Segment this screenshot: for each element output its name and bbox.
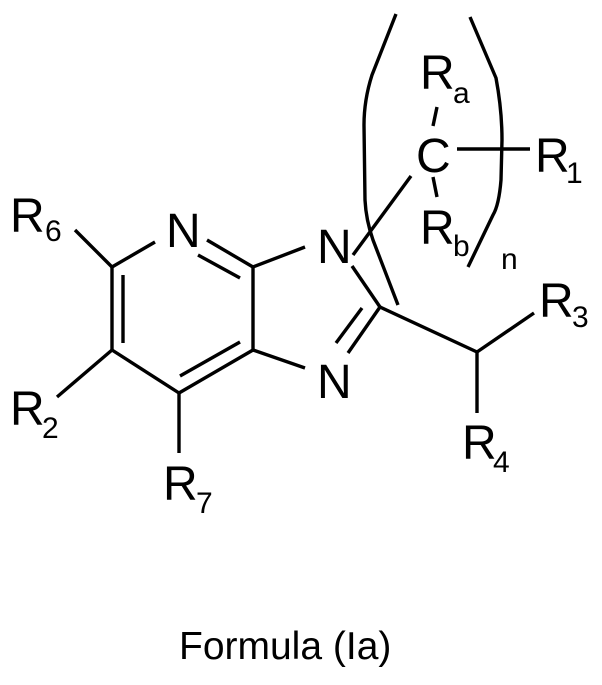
formula-caption: Formula (Ia) (179, 625, 391, 668)
r3-main: R (539, 275, 574, 328)
rb-sub: b (453, 230, 470, 263)
r2-main: R (10, 383, 45, 436)
bond-c3a-c4-inner (179, 340, 241, 378)
bond-c6-r6 (73, 228, 114, 269)
label-r1: R 1 (535, 130, 583, 190)
r1-main: R (535, 130, 570, 183)
ra-main: R (420, 47, 455, 100)
r6-main: R (10, 190, 45, 243)
r7-sub: 7 (196, 487, 213, 520)
label-r3: R 3 (539, 275, 589, 334)
atom-n3-imidazole: N (317, 356, 352, 409)
bond-c6-n (111, 240, 156, 269)
repeat-subscript-n: n (501, 243, 518, 276)
bond-c2-n3-outer (346, 306, 382, 354)
bond-c7a-n1 (252, 245, 306, 269)
bond-c2-n3-inner (334, 306, 364, 345)
r2-sub: 2 (42, 412, 59, 445)
bond-c3a-n3 (252, 348, 306, 370)
ra-sub: a (453, 77, 470, 110)
bond-c-ra (431, 106, 439, 127)
bond-c2-ch (379, 305, 478, 354)
r4-sub: 4 (493, 446, 510, 479)
bond-c-rb (431, 176, 439, 198)
bond-c4-c5 (111, 348, 180, 395)
r1-sub: 1 (566, 157, 583, 190)
atom-n-pyridine: N (166, 205, 201, 258)
rb-main: R (420, 202, 455, 255)
label-r6: R 6 (10, 190, 62, 248)
label-rb: R b (420, 202, 470, 263)
r7-main: R (163, 458, 198, 511)
label-r2: R 2 (10, 383, 59, 445)
bond-n-c7a-outer (206, 238, 254, 269)
label-ra: R a (420, 47, 470, 110)
right-bracket (466, 16, 504, 268)
r6-sub: 6 (45, 215, 62, 248)
left-bracket (362, 13, 400, 306)
r4-main: R (462, 417, 497, 470)
atom-c: C (416, 130, 451, 183)
label-r7: R 7 (163, 458, 213, 520)
r3-sub: 3 (572, 301, 589, 334)
bond-n-c7a-inner (197, 253, 241, 280)
bond-c3a-c4-outer (178, 348, 254, 395)
label-r4: R 4 (462, 417, 510, 479)
bond-n1-c2 (350, 265, 382, 308)
imidazole-ring (252, 245, 382, 370)
bond-n1-c (351, 174, 413, 257)
bond-c5-r2 (55, 348, 114, 399)
bond-ch-r3 (476, 311, 535, 354)
atom-n1-imidazole: N (317, 221, 352, 274)
pyridine-ring (110, 238, 255, 395)
